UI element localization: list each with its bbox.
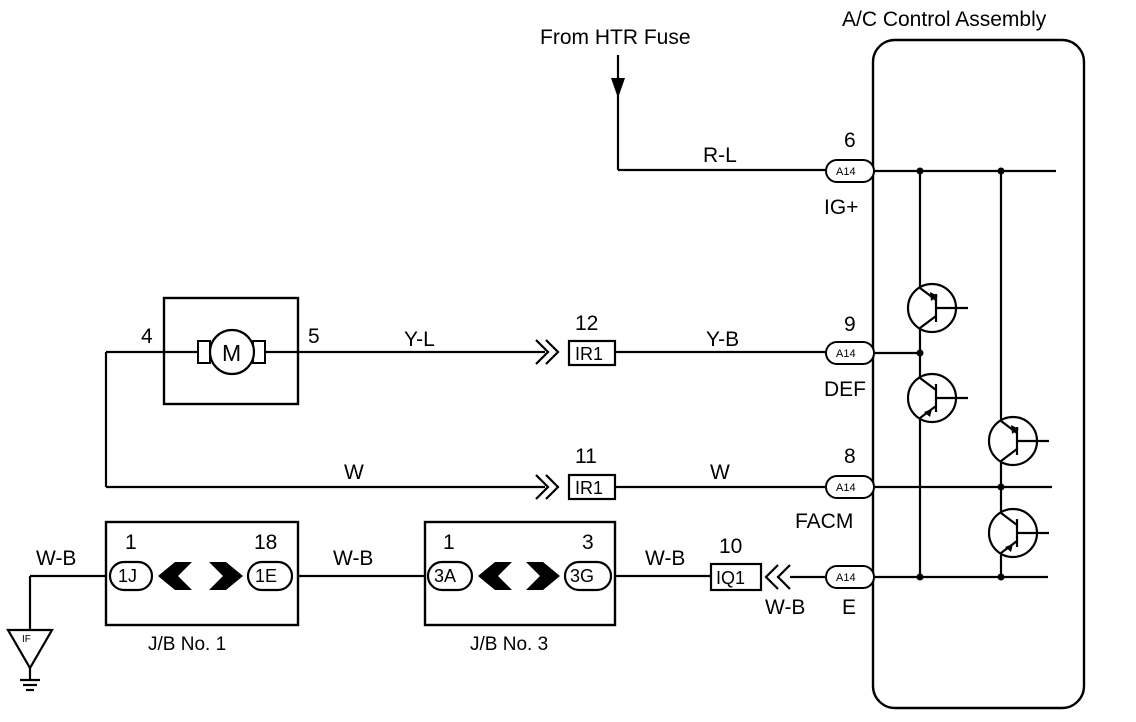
motor-pin-left: 4 [141,325,153,348]
wire-wb-ground-label: W-B [36,547,76,570]
a14-ig-name: IG+ [824,196,858,219]
transistor-q2 [906,372,968,424]
wire-wb-right-label: W-B [645,547,685,570]
wire-w-left-label: W [344,461,364,484]
ir1-bottom-label: IR1 [575,478,603,498]
jb1-label: J/B No. 1 [148,634,226,655]
jb3-label: J/B No. 3 [470,634,548,655]
a14-e-name: E [842,596,856,619]
a14-e-code: A14 [836,572,856,584]
jb3-right-arrow [526,562,560,590]
ir1-top-label: IR1 [575,344,603,364]
a14-e-connector: A14 E [825,565,875,619]
jb3-right-connector [563,560,613,592]
jb1-right-arrow [209,562,243,590]
assembly-label: A/C Control Assembly [842,8,1047,31]
assembly-box [871,38,1086,710]
ir1-bottom-pin: 11 [575,445,597,468]
a14-ig-connector: 6 A14 IG+ [824,129,875,219]
motor-letter: M [222,340,241,366]
transistor-q3 [987,415,1049,467]
wire-yb-label: Y-B [706,328,739,351]
a14-def-name: DEF [824,378,866,401]
jb3-left-connector [426,560,474,592]
jb1-left-pin: 1 [125,531,137,554]
jb1-right-label: 1E [255,566,277,586]
jb3-left-label: 3A [434,566,456,586]
a14-facm-pin: 8 [844,445,856,468]
wire-rl-label: R-L [703,144,737,167]
iq1-label: IQ1 [716,568,745,588]
a14-facm-code: A14 [836,482,856,494]
jb1-box [104,520,300,627]
transistor-q1 [906,282,968,334]
ground-symbol: IF [6,628,54,692]
jb1-left-connector [108,560,154,592]
iq1-pin: 10 [719,535,742,558]
jb1-right-connector [246,560,294,592]
motor-pin-right: 5 [308,325,320,348]
wire-w-right-label: W [710,461,730,484]
a14-facm-connector: 8 A14 FACM [795,445,875,533]
a14-def-code: A14 [836,348,856,360]
source-label: From HTR Fuse [540,26,691,49]
a14-facm-name: FACM [795,510,853,533]
a14-def-pin: 9 [844,313,856,336]
jb3-right-pin: 3 [582,531,594,554]
jb1-right-pin: 18 [254,531,277,554]
wire-wb-low-label: W-B [765,596,805,619]
source-arrow [611,78,625,98]
transistor-q4 [987,507,1049,559]
jb1-left-arrow [158,562,192,590]
ir1-bottom-connector: 11 IR1 [535,445,617,501]
jb3-left-arrow [478,562,512,590]
wire-yl-label: Y-L [404,328,435,351]
jb3-box [423,520,617,627]
ir1-top-connector: 12 IR1 [535,312,617,367]
jb1-left-label: 1J [118,566,137,586]
a14-ig-pin: 6 [844,129,856,152]
jb3-left-pin: 1 [443,531,455,554]
ground-label: IF [22,634,31,645]
jb3-right-label: 3G [570,566,594,586]
wire-wb-mid-label: W-B [333,547,373,570]
assembly-internal-wiring [874,167,1056,581]
a14-def-connector: 9 A14 DEF [824,313,875,401]
motor-symbol: M [197,328,266,376]
ir1-top-pin: 12 [575,312,598,335]
iq1-connector: 10 IQ1 [709,535,791,592]
a14-ig-code: A14 [836,166,856,178]
